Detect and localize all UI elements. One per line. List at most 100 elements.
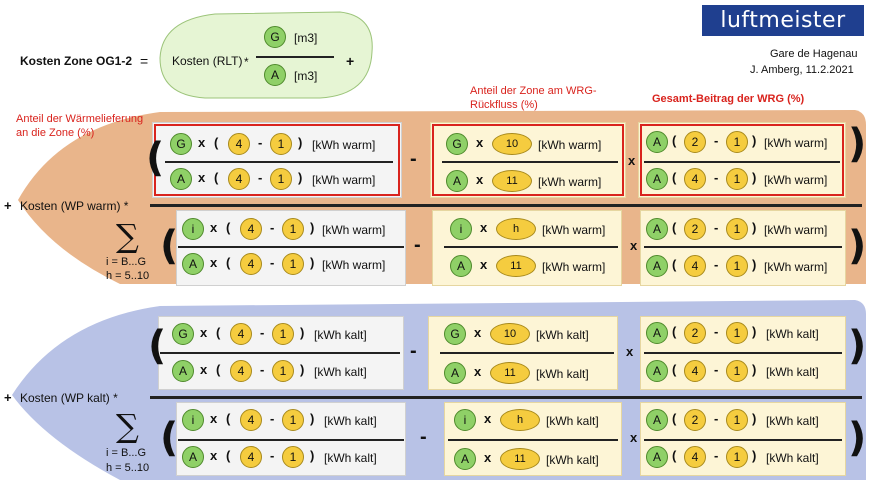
- header-A-circle: A: [264, 64, 286, 86]
- cold-r2-mid-i: i: [454, 409, 476, 431]
- warm-sum-sub1: i = B...G: [106, 256, 147, 268]
- cold-r2-A: A: [182, 446, 204, 468]
- cold-r2-right-4: 4: [684, 446, 706, 468]
- cold-r2-mid-11: 11: [500, 448, 540, 470]
- cold-r1-right-1a: 1: [726, 322, 748, 344]
- warm-r2-right-close2: ): [752, 257, 757, 272]
- warm-r1-mid-A: A: [446, 170, 468, 192]
- warm-r2-right-open2: (: [672, 257, 677, 272]
- cold-r1-left-line: [160, 352, 400, 354]
- cold-r2-open2: (: [226, 448, 231, 463]
- annotation-anteil-zone: Anteil der Zone am WRG-Rückfluss (%): [470, 85, 597, 111]
- warm-r2-x1: x: [210, 220, 218, 235]
- cold-sum-sub2: h = 5..10: [106, 462, 150, 474]
- warm-r1-open1: (: [214, 135, 219, 150]
- warm-r1-x1: x: [198, 135, 206, 150]
- warm-r1-G: G: [170, 133, 192, 155]
- warm-r1-mid-unit2: [kWh warm]: [538, 175, 602, 189]
- warm-r2-mid-A: A: [450, 255, 472, 277]
- warm-r2-A: A: [182, 253, 204, 275]
- cold-r1-mid-A: A: [444, 362, 466, 384]
- warm-r2-1a: 1: [282, 218, 304, 240]
- warm-r1-times: x: [628, 153, 636, 168]
- cold-r2-right-1a: 1: [726, 409, 748, 431]
- warm-r2-4a: 4: [240, 218, 262, 240]
- cold-r1-A: A: [172, 360, 194, 382]
- warm-r1-4a: 4: [228, 133, 250, 155]
- warm-r1-close2: ): [298, 170, 303, 185]
- cold-r1-open-paren: (: [148, 323, 167, 369]
- warm-r2-mid-i: i: [450, 218, 472, 240]
- cold-r1-right-open2: (: [672, 362, 677, 377]
- cold-r2-x2: x: [210, 448, 218, 463]
- warm-r1-right-A2: A: [646, 168, 668, 190]
- cold-r1-right-1b: 1: [726, 360, 748, 382]
- warm-r1-right-open1: (: [672, 133, 677, 148]
- warm-r1-right-minus2: -: [714, 170, 719, 185]
- warm-r2-big-minus: -: [414, 234, 421, 256]
- warm-main-line: [150, 204, 862, 207]
- cold-r2-1b: 1: [282, 446, 304, 468]
- warm-r1-mid-10: 10: [492, 133, 532, 155]
- header-fraction-line: [256, 56, 334, 58]
- cold-r2-right-unit2: [kWh kalt]: [766, 451, 819, 465]
- cost-rlt-label: Kosten (RLT): [172, 54, 243, 68]
- logo-text: luftmeister: [720, 8, 846, 33]
- cold-r2-left-line: [178, 439, 404, 441]
- cold-r2-unit1: [kWh kalt]: [324, 414, 377, 428]
- cold-r1-mid-x2: x: [474, 364, 482, 379]
- warm-r2-mid-unit2: [kWh warm]: [542, 260, 606, 274]
- cold-r2-right-A1: A: [646, 409, 668, 431]
- warm-r2-mid-x1: x: [480, 220, 488, 235]
- warm-r2-open2: (: [226, 255, 231, 270]
- cold-r1-right-2: 2: [684, 322, 706, 344]
- cold-r2-mid-unit2: [kWh kalt]: [546, 453, 599, 467]
- cold-plus: +: [4, 390, 12, 405]
- warm-r1-mid-redbox: [432, 124, 624, 196]
- annotation-anteil-waerme: Anteil der Wärmelieferung an die Zone (%…: [16, 113, 144, 139]
- warm-r2-open-paren: (: [160, 223, 179, 269]
- cold-r1-right-close2: ): [752, 362, 757, 377]
- cold-r2-4a: 4: [240, 409, 262, 431]
- cold-r2-open1: (: [226, 411, 231, 426]
- cold-r2-1a: 1: [282, 409, 304, 431]
- warm-r2-1b: 1: [282, 253, 304, 275]
- warm-r2-times: x: [630, 238, 638, 253]
- warm-r1-mid-x2: x: [476, 172, 484, 187]
- cold-r1-right-A2: A: [646, 360, 668, 382]
- warm-r2-minus2: -: [270, 255, 275, 270]
- warm-r2-left-line: [178, 246, 404, 248]
- cold-r2-close-paren: ): [848, 415, 867, 461]
- cold-r1-G: G: [172, 323, 194, 345]
- cold-r2-4b: 4: [240, 446, 262, 468]
- cold-r2-right-minus2: -: [714, 448, 719, 463]
- cold-r1-open1: (: [216, 325, 221, 340]
- cold-r2-i: i: [182, 409, 204, 431]
- cold-r1-mid-G: G: [444, 323, 466, 345]
- cold-r1-right-close1: ): [752, 324, 757, 339]
- cold-r1-unit2: [kWh kalt]: [314, 365, 367, 379]
- cold-cost-label: Kosten (WP kalt) *: [20, 391, 118, 405]
- warm-sigma: ∑: [116, 217, 139, 255]
- cold-r2-right-open2: (: [672, 448, 677, 463]
- cold-r1-minus1: -: [260, 325, 265, 340]
- warm-r2-mid-line: [444, 246, 618, 248]
- warm-r1-right-redbox: [640, 124, 844, 196]
- warm-r1-right-A1: A: [646, 131, 668, 153]
- warm-r2-unit1: [kWh warm]: [322, 223, 386, 237]
- cold-r2-mid-A: A: [454, 448, 476, 470]
- cold-r2-mid-line: [448, 439, 618, 441]
- annotation-gesamt-beitrag: Gesamt-Beitrag der WRG (%): [652, 93, 805, 105]
- warm-r1-mid-line: [442, 161, 618, 163]
- cold-r2-times: x: [630, 430, 638, 445]
- cold-r2-right-unit1: [kWh kalt]: [766, 414, 819, 428]
- warm-r2-mid-unit1: [kWh warm]: [542, 223, 606, 237]
- cold-r1-unit1: [kWh kalt]: [314, 328, 367, 342]
- warm-r2-right-unit1: [kWh warm]: [764, 223, 828, 237]
- cold-r2-right-1b: 1: [726, 446, 748, 468]
- author-date-text: J. Amberg, 11.2.2021: [750, 64, 854, 76]
- warm-r2-unit2: [kWh warm]: [322, 258, 386, 272]
- warm-r1-right-unit2: [kWh warm]: [764, 173, 828, 187]
- cold-r2-close1: ): [310, 411, 315, 426]
- cold-r1-times: x: [626, 344, 634, 359]
